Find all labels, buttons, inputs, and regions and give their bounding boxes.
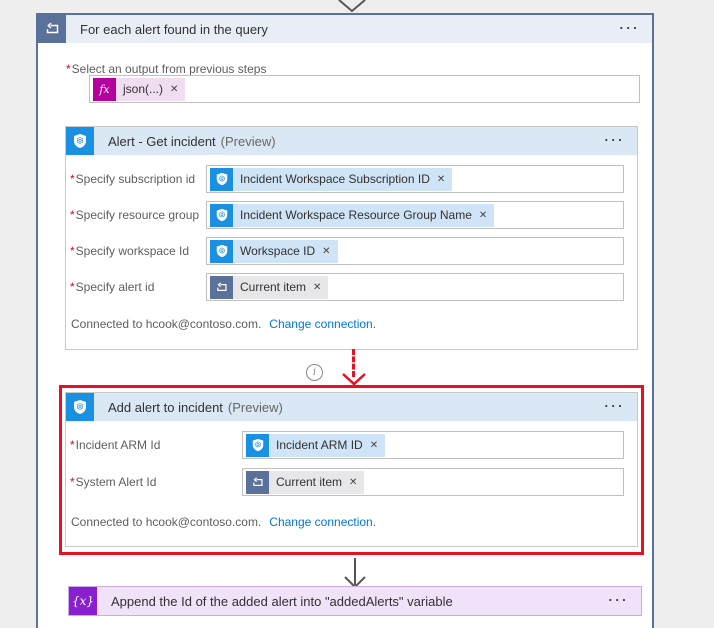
token-label: json(...) (123, 82, 164, 96)
token-close-icon[interactable]: ✕ (170, 83, 179, 95)
info-icon[interactable]: i (306, 364, 323, 381)
token-label: Workspace ID (240, 244, 316, 258)
foreach-header[interactable]: For each alert found in the query ··· (38, 15, 652, 43)
workspace-id-input[interactable]: Workspace ID ✕ (206, 237, 624, 265)
token-close-icon[interactable]: ✕ (322, 245, 331, 257)
connection-status: Connected to hcook@contoso.com.Change co… (71, 515, 377, 529)
incident-arm-id-input[interactable]: Incident ARM ID ✕ (242, 431, 624, 459)
foreach-icon (246, 470, 269, 494)
sentinel-icon (66, 393, 94, 421)
sentinel-icon (210, 167, 233, 191)
system-alert-id-input[interactable]: Current item ✕ (242, 468, 624, 496)
output-input[interactable]: fx json(...) ✕ (89, 75, 640, 103)
change-connection-link[interactable]: Change connection. (269, 515, 377, 529)
token-label: Current item (240, 280, 307, 294)
foreach-icon (38, 15, 66, 43)
sentinel-icon (210, 203, 233, 227)
connection-status: Connected to hcook@contoso.com.Change co… (71, 317, 377, 331)
variable-icon: {x} (69, 587, 97, 615)
sentinel-icon (246, 433, 269, 457)
preview-tag: (Preview) (227, 399, 283, 415)
subscription-id-input[interactable]: Incident Workspace Subscription ID ✕ (206, 165, 624, 193)
current-item-token[interactable]: Current item ✕ (246, 470, 365, 494)
field-row: *Specify alert id Current item ✕ (70, 273, 624, 301)
json-expression-token[interactable]: fx json(...) ✕ (93, 77, 186, 101)
get-incident-header[interactable]: Alert - Get incident (Preview) ··· (66, 127, 637, 155)
foreach-menu-button[interactable]: ··· (619, 20, 640, 36)
token-label: Incident Workspace Resource Group Name (240, 208, 472, 222)
get-incident-title: Alert - Get incident (108, 133, 216, 149)
token-close-icon[interactable]: ✕ (436, 173, 446, 185)
incident-arm-id-token[interactable]: Incident ARM ID ✕ (246, 433, 386, 457)
incoming-arrow-icon (338, 0, 366, 13)
token-close-icon[interactable]: ✕ (369, 439, 379, 451)
required-asterisk: * (66, 62, 71, 76)
red-arrowhead-icon (342, 373, 366, 386)
foreach-title: For each alert found in the query (80, 21, 268, 37)
field-label: *Specify alert id (70, 280, 155, 294)
token-label: Incident ARM ID (276, 438, 363, 452)
resource-group-token[interactable]: Incident Workspace Resource Group Name ✕ (210, 203, 495, 227)
field-row: *System Alert Id Current item (70, 468, 624, 496)
token-close-icon[interactable]: ✕ (478, 209, 488, 221)
current-item-token[interactable]: Current item ✕ (210, 275, 329, 299)
preview-tag: (Preview) (220, 133, 276, 149)
add-alert-title: Add alert to incident (108, 399, 223, 415)
field-row: *Specify workspace Id Workspa (70, 237, 624, 265)
connector-arrow-icon (344, 558, 366, 589)
append-menu-button[interactable]: ··· (608, 592, 629, 608)
fx-icon: fx (93, 77, 116, 101)
field-row: *Specify resource group Incid (70, 201, 624, 229)
token-close-icon[interactable]: ✕ (349, 476, 358, 488)
foreach-icon (210, 275, 233, 299)
red-dashed-connector (352, 349, 355, 377)
add-alert-header[interactable]: Add alert to incident (Preview) ··· (66, 393, 637, 421)
sentinel-icon (66, 127, 94, 155)
output-field-label: *Select an output from previous steps (66, 62, 267, 76)
token-label: Incident Workspace Subscription ID (240, 172, 430, 186)
get-incident-card: Alert - Get incident (Preview) ··· *Spec… (65, 126, 638, 350)
get-incident-menu-button[interactable]: ··· (604, 132, 625, 148)
alert-id-input[interactable]: Current item ✕ (206, 273, 624, 301)
append-variable-title: Append the Id of the added alert into "a… (111, 593, 453, 609)
add-alert-card: Add alert to incident (Preview) ··· *Inc… (65, 392, 638, 547)
field-label: *Specify subscription id (70, 172, 196, 186)
field-row: *Specify subscription id Inci (70, 165, 624, 193)
field-label: *System Alert Id (70, 475, 157, 489)
token-close-icon[interactable]: ✕ (313, 281, 322, 293)
field-label: *Specify workspace Id (70, 244, 190, 258)
workspace-id-token[interactable]: Workspace ID ✕ (210, 239, 338, 263)
add-alert-menu-button[interactable]: ··· (604, 398, 625, 414)
append-variable-card[interactable]: {x} Append the Id of the added alert int… (68, 586, 642, 616)
selection-highlight: Add alert to incident (Preview) ··· *Inc… (59, 385, 644, 555)
foreach-scope: For each alert found in the query ··· *S… (36, 13, 654, 628)
resource-group-input[interactable]: Incident Workspace Resource Group Name ✕ (206, 201, 624, 229)
field-label: *Incident ARM Id (70, 438, 161, 452)
subscription-id-token[interactable]: Incident Workspace Subscription ID ✕ (210, 167, 453, 191)
sentinel-icon (210, 239, 233, 263)
field-row: *Incident ARM Id (70, 431, 624, 459)
change-connection-link[interactable]: Change connection. (269, 317, 377, 331)
field-label: *Specify resource group (70, 208, 200, 222)
token-label: Current item (276, 475, 343, 489)
